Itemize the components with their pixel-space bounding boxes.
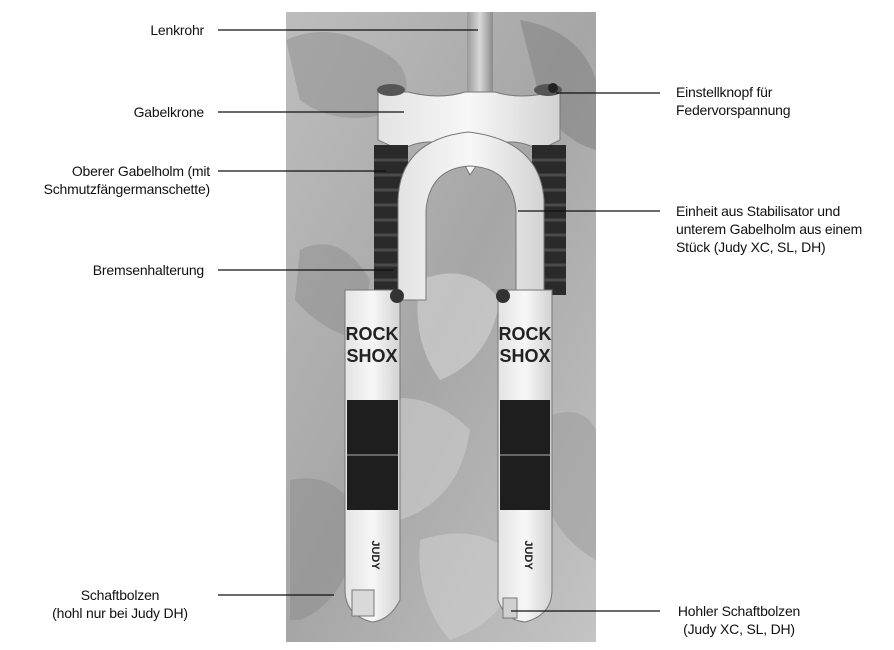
label-schaftbolzen: Schaftbolzen (hohl nur bei Judy DH) <box>30 586 210 622</box>
slider-logo-line-1-left: ROCK <box>346 324 399 344</box>
lower-logo-right: JUDY <box>522 540 534 570</box>
label-oberer-gabelholm: Oberer Gabelholm (mit Schmutzfängermansc… <box>10 162 210 198</box>
label-einstellknopf: Einstellknopf für Federvorspannung <box>676 83 886 119</box>
adjuster-knob-icon <box>548 83 558 93</box>
label-lenkrohr: Lenkrohr <box>40 21 204 39</box>
label-gabelkrone: Gabelkrone <box>40 103 204 121</box>
steerer-tube <box>467 12 493 100</box>
slider-logo-line-2-right: SHOX <box>499 346 550 366</box>
slider-logo-line-2-left: SHOX <box>346 346 397 366</box>
brake-mount-icon <box>390 289 404 303</box>
label-bremsenhalterung: Bremsenhalterung <box>40 261 204 279</box>
slider-logo-line-1-right: ROCK <box>499 324 552 344</box>
label-hohler-schaftbolzen: Hohler Schaftbolzen (Judy XC, SL, DH) <box>664 602 814 638</box>
lower-logo-left: JUDY <box>369 540 381 570</box>
label-einheit-stabilisator: Einheit aus Stabilisator und unterem Gab… <box>676 202 891 256</box>
